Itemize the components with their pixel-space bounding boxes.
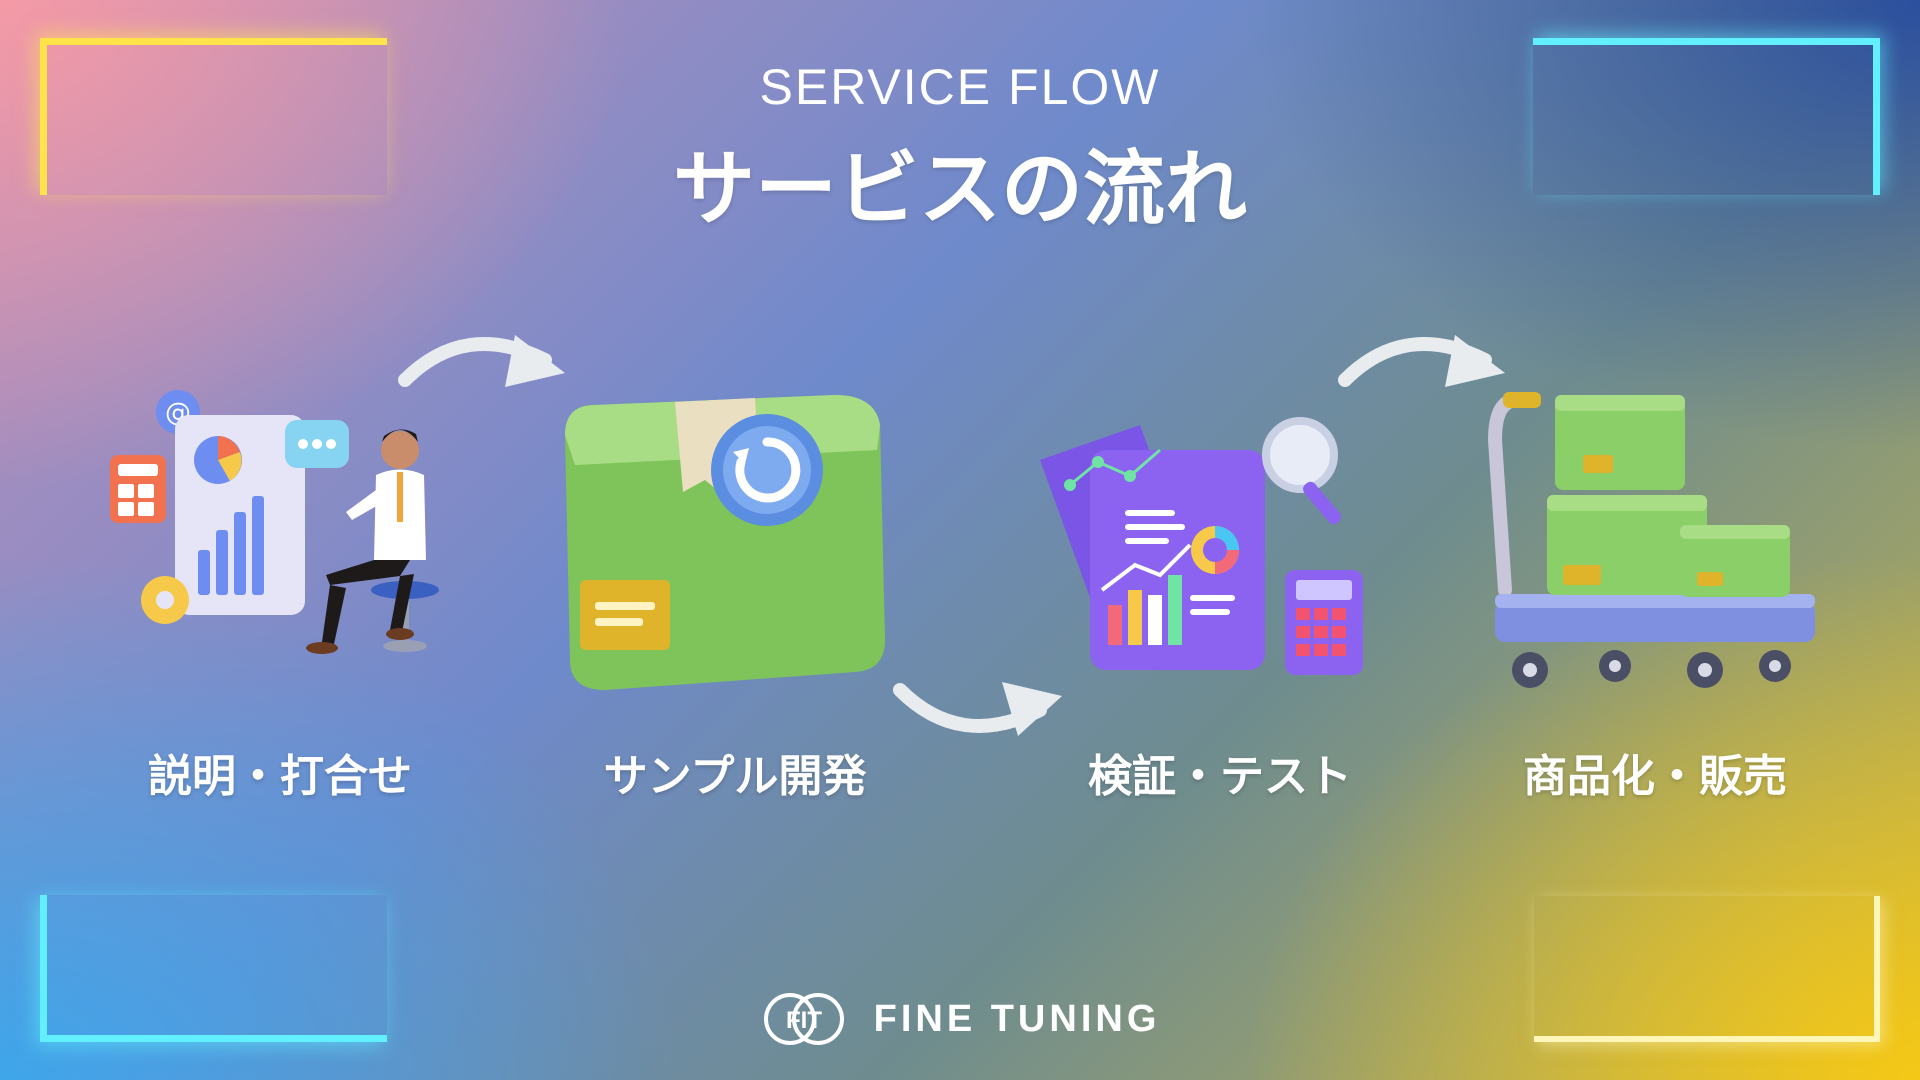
page-title: サービスの流れ: [672, 142, 1247, 237]
footer-brand: FIT FINE TUNING: [0, 990, 1920, 1048]
step-sample-development: サンプル開発: [555, 380, 915, 830]
brand-name: FINE TUNING: [873, 997, 1161, 1040]
eyebrow-text: SERVICE FLOW: [759, 59, 1161, 115]
arrow-step1-to-step2: [398, 335, 565, 387]
svg-text:FIT: FIT: [786, 1007, 822, 1034]
sample-box-icon: [565, 395, 885, 690]
step-label: サンプル開発: [603, 751, 867, 802]
arrow-step3-to-step4: [1338, 335, 1505, 387]
corner-frame-bottom-right: [1534, 896, 1880, 1042]
header: SERVICE FLOW サービスの流れ: [0, 58, 1920, 241]
step-explanation: @ 説明・打合せ: [100, 380, 460, 830]
presentation-icon: @: [110, 390, 439, 654]
cart-boxes-icon: [1487, 392, 1815, 688]
step-label: 説明・打合せ: [148, 751, 412, 802]
arrow-step2-to-step3: [893, 682, 1062, 736]
corner-frame-top-right: [1533, 38, 1880, 195]
step-label: 商品化・販売: [1523, 751, 1787, 802]
corner-frame-bottom-left: [40, 895, 387, 1042]
step-label: 検証・テスト: [1088, 751, 1352, 802]
brand-logo-icon: FIT: [763, 993, 844, 1045]
step-verification-test: 検証・テスト: [1040, 380, 1400, 830]
report-analysis-icon: [1040, 417, 1363, 675]
step-commercialization: 商品化・販売: [1475, 380, 1835, 830]
corner-frame-top-left: [40, 38, 387, 195]
